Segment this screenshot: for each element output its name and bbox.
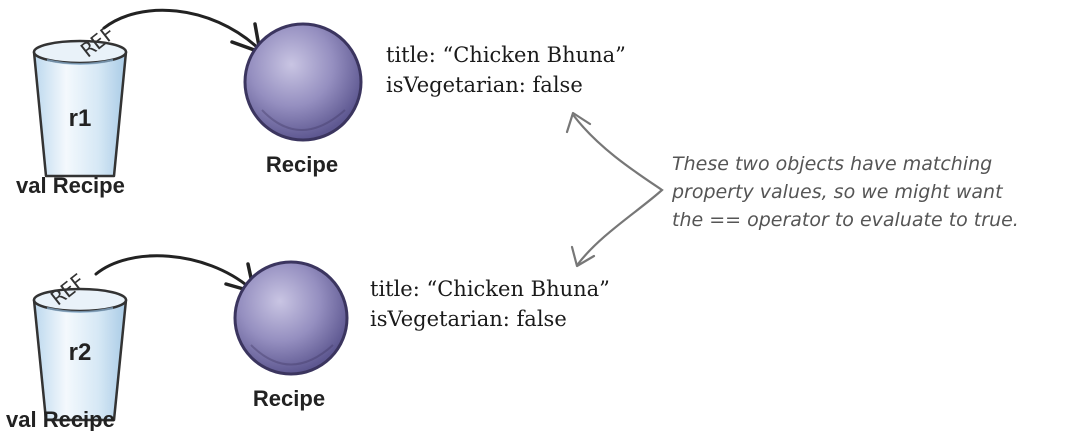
object-class-label-2: Recipe — [253, 386, 325, 411]
annotation-line-2: property values, so we might want — [671, 181, 1004, 203]
variable-type-label-1: val Recipe — [16, 173, 125, 198]
property-title-2: title: “Chicken Bhuna” — [370, 277, 610, 301]
variable-cup-r2: r2 — [32, 287, 128, 422]
annotation-line-3: the == operator to evaluate to true. — [672, 209, 1019, 231]
property-isvegetarian-2: isVegetarian: false — [370, 307, 567, 331]
reference-group-1: r1 val Recipe REF Recipe title: “Chicken… — [16, 8, 626, 198]
variable-cup-r1: r1 — [32, 39, 128, 178]
annotation-note: These two objects have matching property… — [671, 153, 1019, 231]
reference-arrow-1 — [102, 8, 262, 54]
annotation-line-1: These two objects have matching — [672, 153, 992, 175]
reference-arrow-2 — [94, 254, 256, 294]
variable-name-r2: r2 — [69, 339, 92, 366]
variable-type-label-2: val Recipe — [6, 407, 115, 431]
annotation-arrow — [565, 111, 664, 268]
reference-group-2: r2 val Recipe REF Recipe title: “Chicken… — [6, 254, 610, 431]
recipe-object-2 — [233, 260, 349, 376]
recipe-object-1 — [243, 22, 363, 142]
property-isvegetarian-1: isVegetarian: false — [386, 73, 583, 97]
property-title-1: title: “Chicken Bhuna” — [386, 43, 626, 67]
object-class-label-1: Recipe — [266, 152, 338, 177]
variable-name-r1: r1 — [69, 105, 92, 132]
